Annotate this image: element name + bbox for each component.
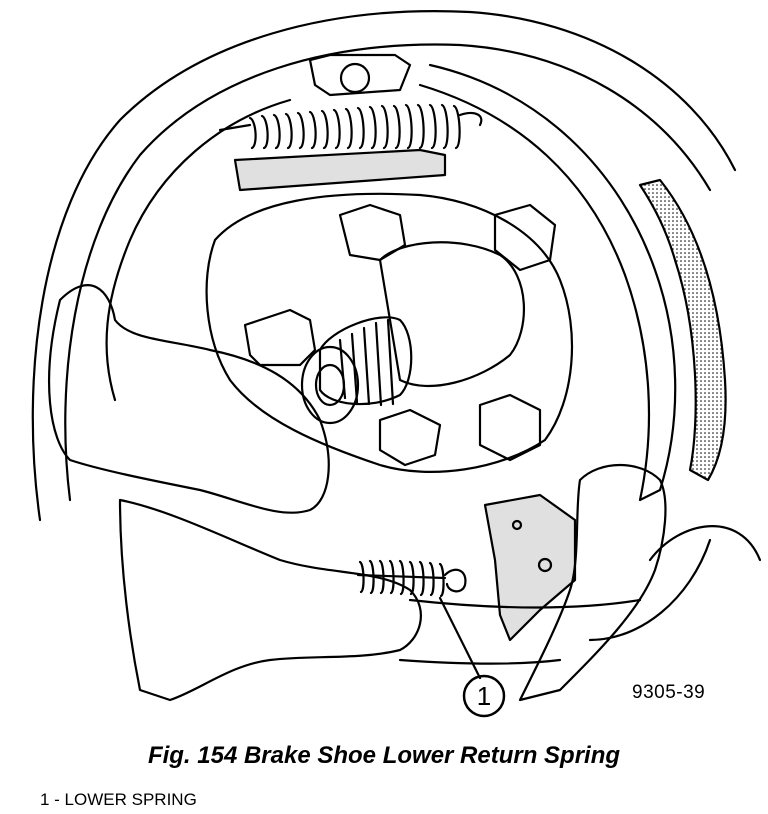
wheel-stud xyxy=(243,308,317,367)
left-hand-upper xyxy=(48,284,330,514)
upper-return-spring xyxy=(218,103,483,150)
hub-plate xyxy=(205,192,574,473)
right-hand-palm xyxy=(648,525,762,562)
adjuster-bolt xyxy=(339,62,371,94)
left-hand-lower xyxy=(118,498,422,702)
callout-number: 1 xyxy=(476,681,492,711)
backing-plate-outer-rim xyxy=(31,10,737,522)
adjuster-bracket xyxy=(308,53,412,97)
lug-nut-bottom-right xyxy=(478,393,542,462)
spindle-end xyxy=(300,345,360,425)
lug-nut-right xyxy=(493,203,557,272)
axle-spindle xyxy=(378,241,525,388)
brake-shoe xyxy=(418,63,677,502)
lug-nut-top xyxy=(338,203,407,262)
figure-image-id: 9305-39 xyxy=(632,682,706,703)
lower-shoe-end xyxy=(483,493,577,642)
brake-assembly-illustration xyxy=(31,10,762,718)
callout-circle xyxy=(462,674,506,718)
figure-caption: Fig. 154 Brake Shoe Lower Return Spring xyxy=(147,742,621,769)
brake-shoe-left xyxy=(105,98,292,402)
figure-legend: 1 - LOWER SPRING xyxy=(40,790,197,809)
adjuster-lever xyxy=(233,148,447,192)
backing-plate-inner-rim xyxy=(64,43,712,502)
backing-plate-shaded-edge xyxy=(638,178,727,482)
callout-leader xyxy=(438,596,482,680)
lower-return-spring xyxy=(356,559,467,598)
lug-nut-bottom xyxy=(378,408,442,467)
